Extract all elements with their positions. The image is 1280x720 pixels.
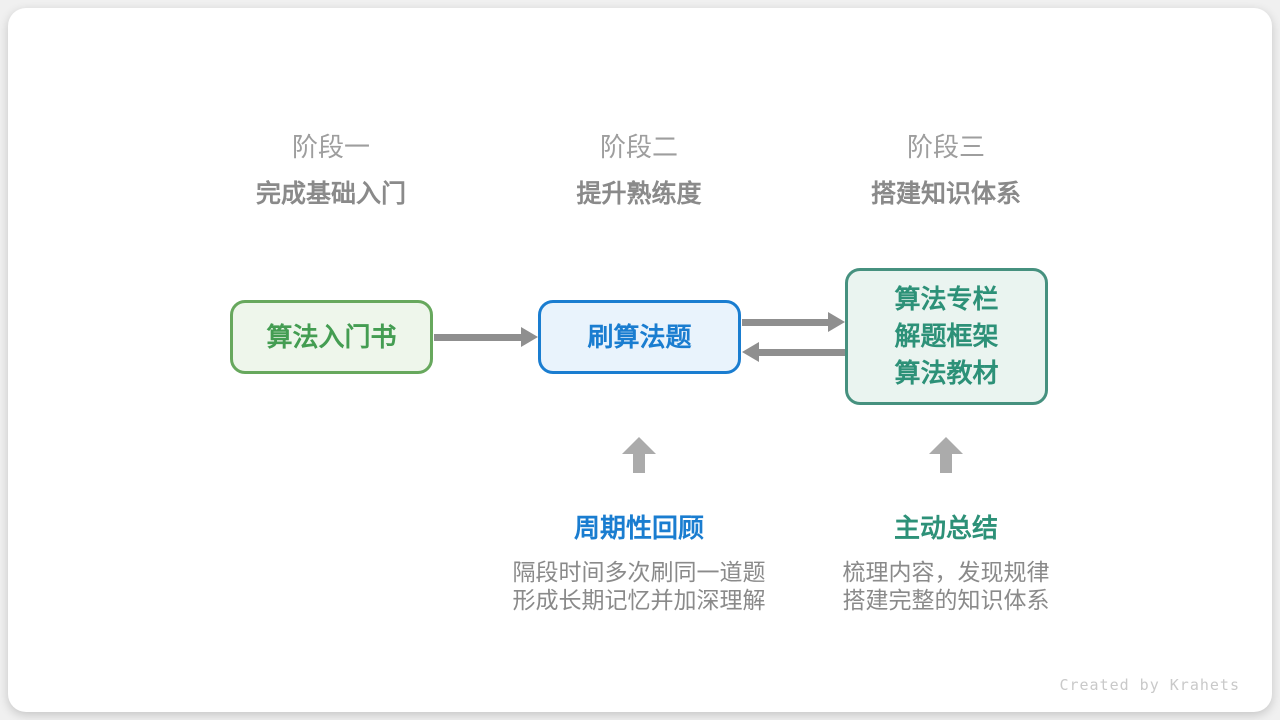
annotation-summary-line-2: 搭建完整的知识体系 <box>842 587 1050 613</box>
arrow-head-right <box>521 327 538 347</box>
up-arrow-head <box>929 437 963 454</box>
stage-1-subtitle: 完成基础入门 <box>255 180 406 208</box>
stage-1-label: 阶段一 <box>291 132 370 162</box>
up-arrow-head <box>622 437 656 454</box>
arrow-shaft <box>434 333 521 341</box>
stage-2-subtitle: 提升熟练度 <box>576 180 702 208</box>
up-arrow-shaft <box>940 454 952 473</box>
annotation-summary-line-1: 梳理内容，发现规律 <box>842 559 1050 585</box>
stage-3-subtitle: 搭建知识体系 <box>870 180 1021 208</box>
node-practice-problems: 刷算法题 <box>538 300 741 374</box>
node-knowledge-line-2: 解题框架 <box>894 321 999 351</box>
node-knowledge-sources: 算法专栏 解题框架 算法教材 <box>845 268 1048 405</box>
annotation-review-title: 周期性回顾 <box>573 513 704 543</box>
up-arrow-summary-icon <box>929 437 963 473</box>
node-knowledge-line-1: 算法专栏 <box>894 284 999 314</box>
node-intro-book: 算法入门书 <box>230 300 433 374</box>
arrow-head-right <box>828 312 845 332</box>
arrow-intro-to-practice-icon <box>434 326 538 348</box>
node-practice-problems-text: 刷算法题 <box>587 321 692 352</box>
credit-text: Created by Krahets <box>1059 676 1240 694</box>
up-arrow-shaft <box>633 454 645 473</box>
node-knowledge-line-3: 算法教材 <box>894 358 999 388</box>
up-arrow-review-icon <box>622 437 656 473</box>
annotation-review-line-1: 隔段时间多次刷同一道题 <box>512 559 766 585</box>
annotation-summary-body: 梳理内容，发现规律 搭建完整的知识体系 <box>786 558 1106 614</box>
annotation-summary-title: 主动总结 <box>893 513 998 543</box>
annotation-review-body: 隔段时间多次刷同一道题 形成长期记忆并加深理解 <box>479 558 799 614</box>
stage-3-label: 阶段三 <box>906 132 985 162</box>
arrow-shaft <box>759 348 845 356</box>
arrow-shaft <box>742 318 828 326</box>
arrow-head-left <box>742 342 759 362</box>
node-intro-book-text: 算法入门书 <box>266 321 397 352</box>
stage-2-label: 阶段二 <box>599 132 678 162</box>
annotation-review-line-2: 形成长期记忆并加深理解 <box>512 587 766 613</box>
arrow-knowledge-to-practice-icon <box>742 341 845 363</box>
arrow-practice-to-knowledge-icon <box>742 311 845 333</box>
